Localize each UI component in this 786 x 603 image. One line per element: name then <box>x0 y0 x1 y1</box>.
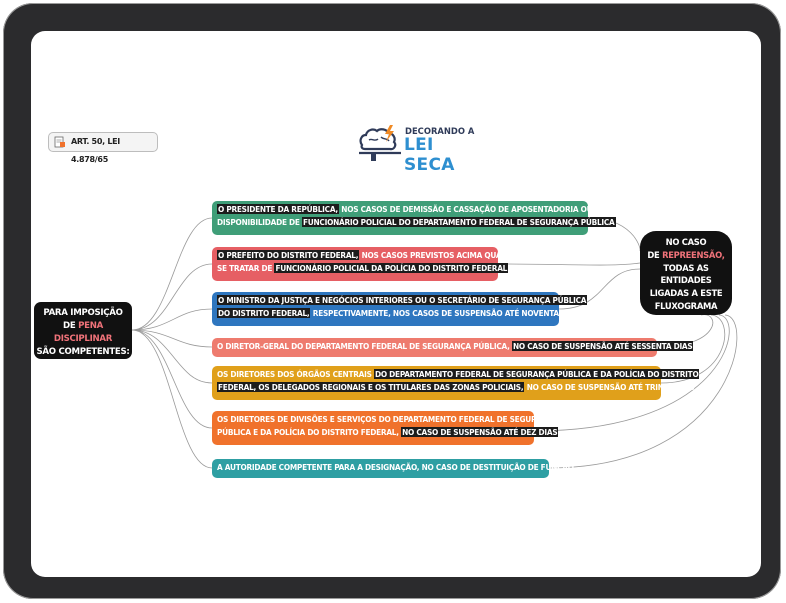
branch-6-subject: OS DIRETORES DE DIVISÕES E SERVIÇOS DO D… <box>217 414 559 424</box>
branch-2-text: NOS CASOS PREVISTOS ACIMA QUANDO <box>359 250 520 260</box>
root-line-2-prefix: DE <box>63 321 76 331</box>
link-side-7 <box>497 262 641 266</box>
branch-3-subject-2: DO DISTRITO FEDERAL, <box>217 308 311 318</box>
document-icon <box>54 136 65 148</box>
branch-1-text: NOS CASOS DE DEMISSÃO E CASSAÇÃO DE APOS… <box>338 204 593 214</box>
connector-lines <box>131 217 738 469</box>
branch-6-subject-2: PÚBLICA E DA POLÍCIA DO DISTRITO FEDERAL… <box>217 427 399 437</box>
root-highlight-competent: COMPETENTES: <box>58 347 130 357</box>
branch-2-text-2: SE TRATAR DE <box>217 263 275 273</box>
branch-prefeito[interactable]: O PREFEITO DO DISTRITO FEDERAL, NOS CASO… <box>212 247 519 281</box>
root-highlight-penalty: PENA DISCIPLINAR <box>53 321 113 344</box>
side-line-5: FLUXOGRAMA <box>654 300 718 311</box>
brain-book-icon <box>359 125 401 161</box>
logo-top-text: DECORANDO A <box>405 126 475 136</box>
branch-diretores-divisoes[interactable]: OS DIRETORES DE DIVISÕES E SERVIÇOS DO D… <box>212 411 559 445</box>
branch-5-object: NO CASO DE SUSPENSÃO ATÉ TRINTA DIAS <box>526 382 695 392</box>
root-line-3: SÃO COMPETENTES: <box>34 346 132 359</box>
branch-1-subject: O PRESIDENTE DA REPÚBLICA, <box>217 204 339 214</box>
branch-presidente[interactable]: O PRESIDENTE DA REPÚBLICA, NOS CASOS DE … <box>212 201 616 235</box>
branch-7-subject: A AUTORIDADE COMPETENTE PARA A DESIGNAÇÃ… <box>217 462 574 472</box>
root-line-1: PARA IMPOSIÇÃO <box>43 308 123 318</box>
branch-3-text: RESPECTIVAMENTE, NOS CASOS DE SUSPENSÃO … <box>310 308 581 318</box>
law-reference-label: ART. 50, LEI 4.878/65 <box>71 137 120 164</box>
link-side-3 <box>660 314 725 384</box>
link-side-1 <box>558 268 641 310</box>
branch-ministro[interactable]: O MINISTRO DA JUSTIÇA E NEGÓCIOS INTERIO… <box>212 292 588 326</box>
link-root-6 <box>131 329 213 429</box>
root-line-2: DE PENA DISCIPLINAR <box>34 320 132 346</box>
branch-5-text-2: FEDERAL, OS DELEGADOS REGIONAIS E OS TIT… <box>217 382 525 392</box>
branch-3-subject: O MINISTRO DA JUSTIÇA E NEGÓCIOS INTERIO… <box>217 295 588 305</box>
side-line-2-prefix: DE <box>647 249 660 260</box>
law-reference-badge: ART. 50, LEI 4.878/65 <box>48 132 158 164</box>
branch-5-text: DO DEPARTAMENTO FEDERAL DE SEGURANÇA PÚB… <box>373 369 700 379</box>
link-root-5 <box>131 329 213 384</box>
branch-2-subject: O PREFEITO DO DISTRITO FEDERAL, <box>217 250 360 260</box>
side-highlight-reprimand: REPREENSÃO, <box>662 249 725 260</box>
branch-2-object: FUNCIONÁRIO POLICIAL DA POLÍCIA DO DISTR… <box>274 263 509 273</box>
link-root-3 <box>131 308 213 331</box>
side-line-4: LIGADAS A ESTE <box>649 288 723 299</box>
side-line-1: NO CASO <box>665 237 707 247</box>
branch-1-text-2: DISPONIBILIDADE DE <box>217 217 302 227</box>
reprimand-note-node[interactable]: NO CASO DE REPREENSÃO, TODAS AS ENTIDADE… <box>640 231 732 315</box>
link-root-2 <box>131 263 213 331</box>
link-side-4 <box>533 314 730 432</box>
branch-6-object: NO CASO DE SUSPENSÃO ATÉ DEZ DIAS <box>401 427 559 437</box>
link-side-5 <box>548 314 738 469</box>
side-line-3: TODAS AS ENTIDADES <box>660 262 712 286</box>
logo-main-text: LEI SECA <box>404 135 455 175</box>
link-root-7 <box>131 329 213 469</box>
link-root-1 <box>131 217 213 331</box>
link-root-4 <box>131 329 213 348</box>
side-line-2: DE REPREENSÃO, <box>640 249 732 262</box>
branch-diretores-orgaos[interactable]: OS DIRETORES DOS ÓRGÃOS CENTRAIS DO DEPA… <box>212 366 700 400</box>
branch-5-subject: OS DIRETORES DOS ÓRGÃOS CENTRAIS <box>217 369 372 379</box>
root-node[interactable]: PARA IMPOSIÇÃO DE PENA DISCIPLINAR SÃO C… <box>34 302 132 359</box>
tablet-frame: ART. 50, LEI 4.878/65 DECORANDO A LEI SE… <box>3 3 781 599</box>
mindmap-canvas: ART. 50, LEI 4.878/65 DECORANDO A LEI SE… <box>31 31 761 577</box>
branch-diretor-geral[interactable]: O DIRETOR-GERAL DO DEPARTAMENTO FEDERAL … <box>212 338 694 357</box>
branch-autoridade[interactable]: A AUTORIDADE COMPETENTE PARA A DESIGNAÇÃ… <box>212 459 574 478</box>
branch-1-object: FUNCIONÁRIO POLICIAL DO DEPARTAMENTO FED… <box>302 217 616 227</box>
branch-4-subject: O DIRETOR-GERAL DO DEPARTAMENTO FEDERAL … <box>217 341 510 351</box>
logo: DECORANDO A LEI SECA <box>357 123 477 175</box>
branch-4-object: NO CASO DE SUSPENSÃO ATÉ SESSENTA DIAS <box>512 341 694 351</box>
root-line-3-prefix: SÃO <box>36 347 57 357</box>
